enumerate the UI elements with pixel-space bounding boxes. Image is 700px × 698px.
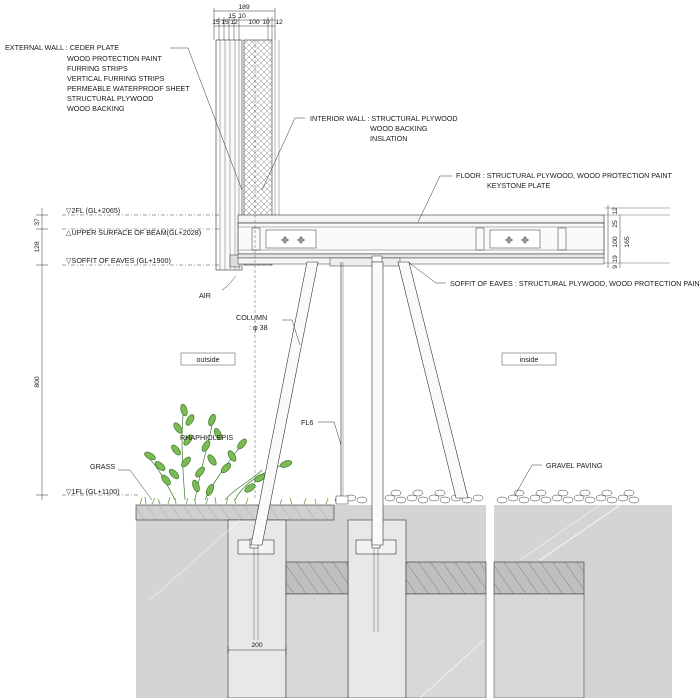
column-left-diagonal bbox=[250, 261, 319, 546]
level-beam: △UPPER SURFACE OF BEAM(GL+2028) bbox=[66, 228, 201, 237]
column-label: COLUMN bbox=[236, 313, 267, 322]
dim-right-19: 19 bbox=[612, 255, 619, 263]
outside-tag-box bbox=[180, 352, 236, 366]
dim-right-25: 25 bbox=[612, 220, 619, 228]
level-soffit: ▽SOFFIT OF EAVES (GL+1900) bbox=[66, 256, 171, 265]
ground-section bbox=[135, 504, 672, 698]
annotation-text: 189 15 15 15 12 10 100 10 12 EXTERNAL WA… bbox=[5, 4, 700, 649]
dim-part-7: 10 bbox=[262, 19, 270, 26]
grass-label: GRASS bbox=[90, 462, 115, 471]
inside-label: inside bbox=[520, 355, 539, 364]
dim-bottom-200: 200 bbox=[251, 642, 263, 649]
gravel-label: GRAVEL PAVING bbox=[546, 461, 603, 470]
column-diameter: : φ 38 bbox=[249, 323, 268, 332]
dim-right-12: 12 bbox=[612, 207, 619, 215]
level-1fl: ▽1FL (GL+1100) bbox=[66, 487, 120, 496]
dim-left-37: 37 bbox=[34, 218, 41, 226]
column-right-diagonal bbox=[397, 261, 469, 499]
external-wall-layer: FURRING STRIPS bbox=[67, 64, 128, 73]
external-wall-layer: PERMEABLE WATERPROOF SHEET bbox=[67, 84, 190, 93]
bolt-group-right bbox=[505, 236, 529, 244]
external-wall-layer: STRUCTURAL PLYWOOD bbox=[67, 94, 153, 103]
fl6-rod bbox=[335, 262, 349, 505]
interior-wall-layer: INSLATION bbox=[370, 134, 407, 143]
level-lines bbox=[62, 40, 670, 500]
dim-part-2: 15 bbox=[221, 19, 229, 26]
dim-part-6: 100 bbox=[248, 19, 260, 26]
external-wall-title: EXTERNAL WALL : CEDER PLATE bbox=[5, 43, 119, 52]
outside-label: outside bbox=[196, 355, 219, 364]
dim-overall: 189 bbox=[238, 4, 250, 11]
leader-lines bbox=[118, 47, 542, 501]
soffit-label: SOFFIT OF EAVES : STRUCTURAL PLYWOOD, WO… bbox=[450, 279, 700, 288]
level-2fl: ▽2FL (GL+2065) bbox=[66, 206, 120, 215]
dim-part-3: 15 bbox=[228, 13, 236, 20]
bolt-group-left bbox=[281, 236, 305, 244]
dim-left-128: 128 bbox=[34, 241, 41, 253]
column-vertical bbox=[371, 261, 384, 546]
air-label: AIR bbox=[199, 291, 211, 300]
floor-layer: KEYSTONE PLATE bbox=[487, 181, 550, 190]
ground-gap bbox=[486, 505, 494, 698]
rhaphiolepis-label: RHAPHIOLEPIS bbox=[180, 433, 233, 442]
dim-left-800: 800 bbox=[34, 376, 41, 388]
dimension-lines bbox=[36, 8, 621, 654]
dim-part-8: 12 bbox=[275, 19, 283, 26]
columns bbox=[250, 261, 469, 546]
interior-wall-title: INTERIOR WALL : STRUCTURAL PLYWOOD bbox=[310, 114, 458, 123]
floor-beam bbox=[237, 214, 605, 267]
dim-part-1: 15 bbox=[212, 19, 220, 26]
external-wall-layer: VERTICAL FURRING STRIPS bbox=[67, 74, 165, 83]
interior-wall-layer: WOOD BACKING bbox=[370, 124, 428, 133]
external-wall-layer: WOOD BACKING bbox=[67, 104, 125, 113]
dim-right-9: 9 bbox=[612, 265, 619, 269]
dim-part-4: 12 bbox=[230, 19, 238, 26]
dim-right-165: 165 bbox=[624, 236, 631, 248]
floor-title: FLOOR : STRUCTURAL PLYWOOD, WOOD PROTECT… bbox=[456, 171, 673, 180]
dim-part-5: 10 bbox=[238, 13, 246, 20]
gravel-paving-shapes bbox=[334, 489, 640, 504]
inside-tag-box bbox=[501, 352, 557, 366]
dim-right-100: 100 bbox=[612, 236, 619, 248]
grass-tufts bbox=[139, 496, 329, 505]
fl6-label: FL6 bbox=[301, 418, 313, 427]
external-wall-layer: WOOD PROTECTION PAINT bbox=[67, 54, 163, 63]
